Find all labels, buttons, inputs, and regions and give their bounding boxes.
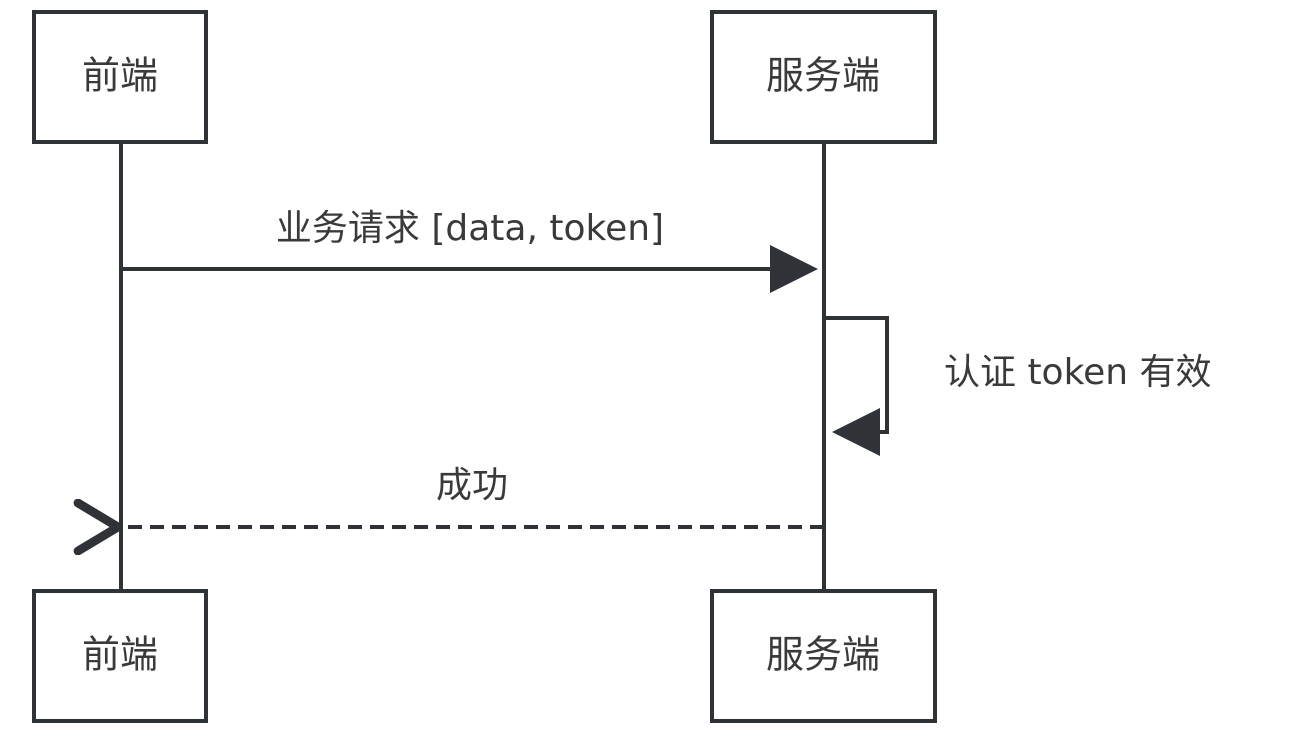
- backend-top-label: 服务端: [766, 54, 880, 98]
- backend-bottom-box: [710, 589, 937, 723]
- frontend-top-label: 前端: [82, 54, 158, 98]
- self-validation-label: 认证 token 有效: [944, 352, 1212, 393]
- backend-top-box: [710, 10, 937, 144]
- request-message-label: 业务请求 [data, token]: [276, 208, 664, 249]
- self-validation-loop: [824, 316, 889, 456]
- response-message-label: 成功: [436, 465, 508, 506]
- frontend-top-box: [32, 10, 208, 144]
- backend-bottom-label: 服务端: [766, 633, 880, 677]
- frontend-bottom-label: 前端: [82, 633, 158, 677]
- frontend-bottom-box: [32, 589, 208, 723]
